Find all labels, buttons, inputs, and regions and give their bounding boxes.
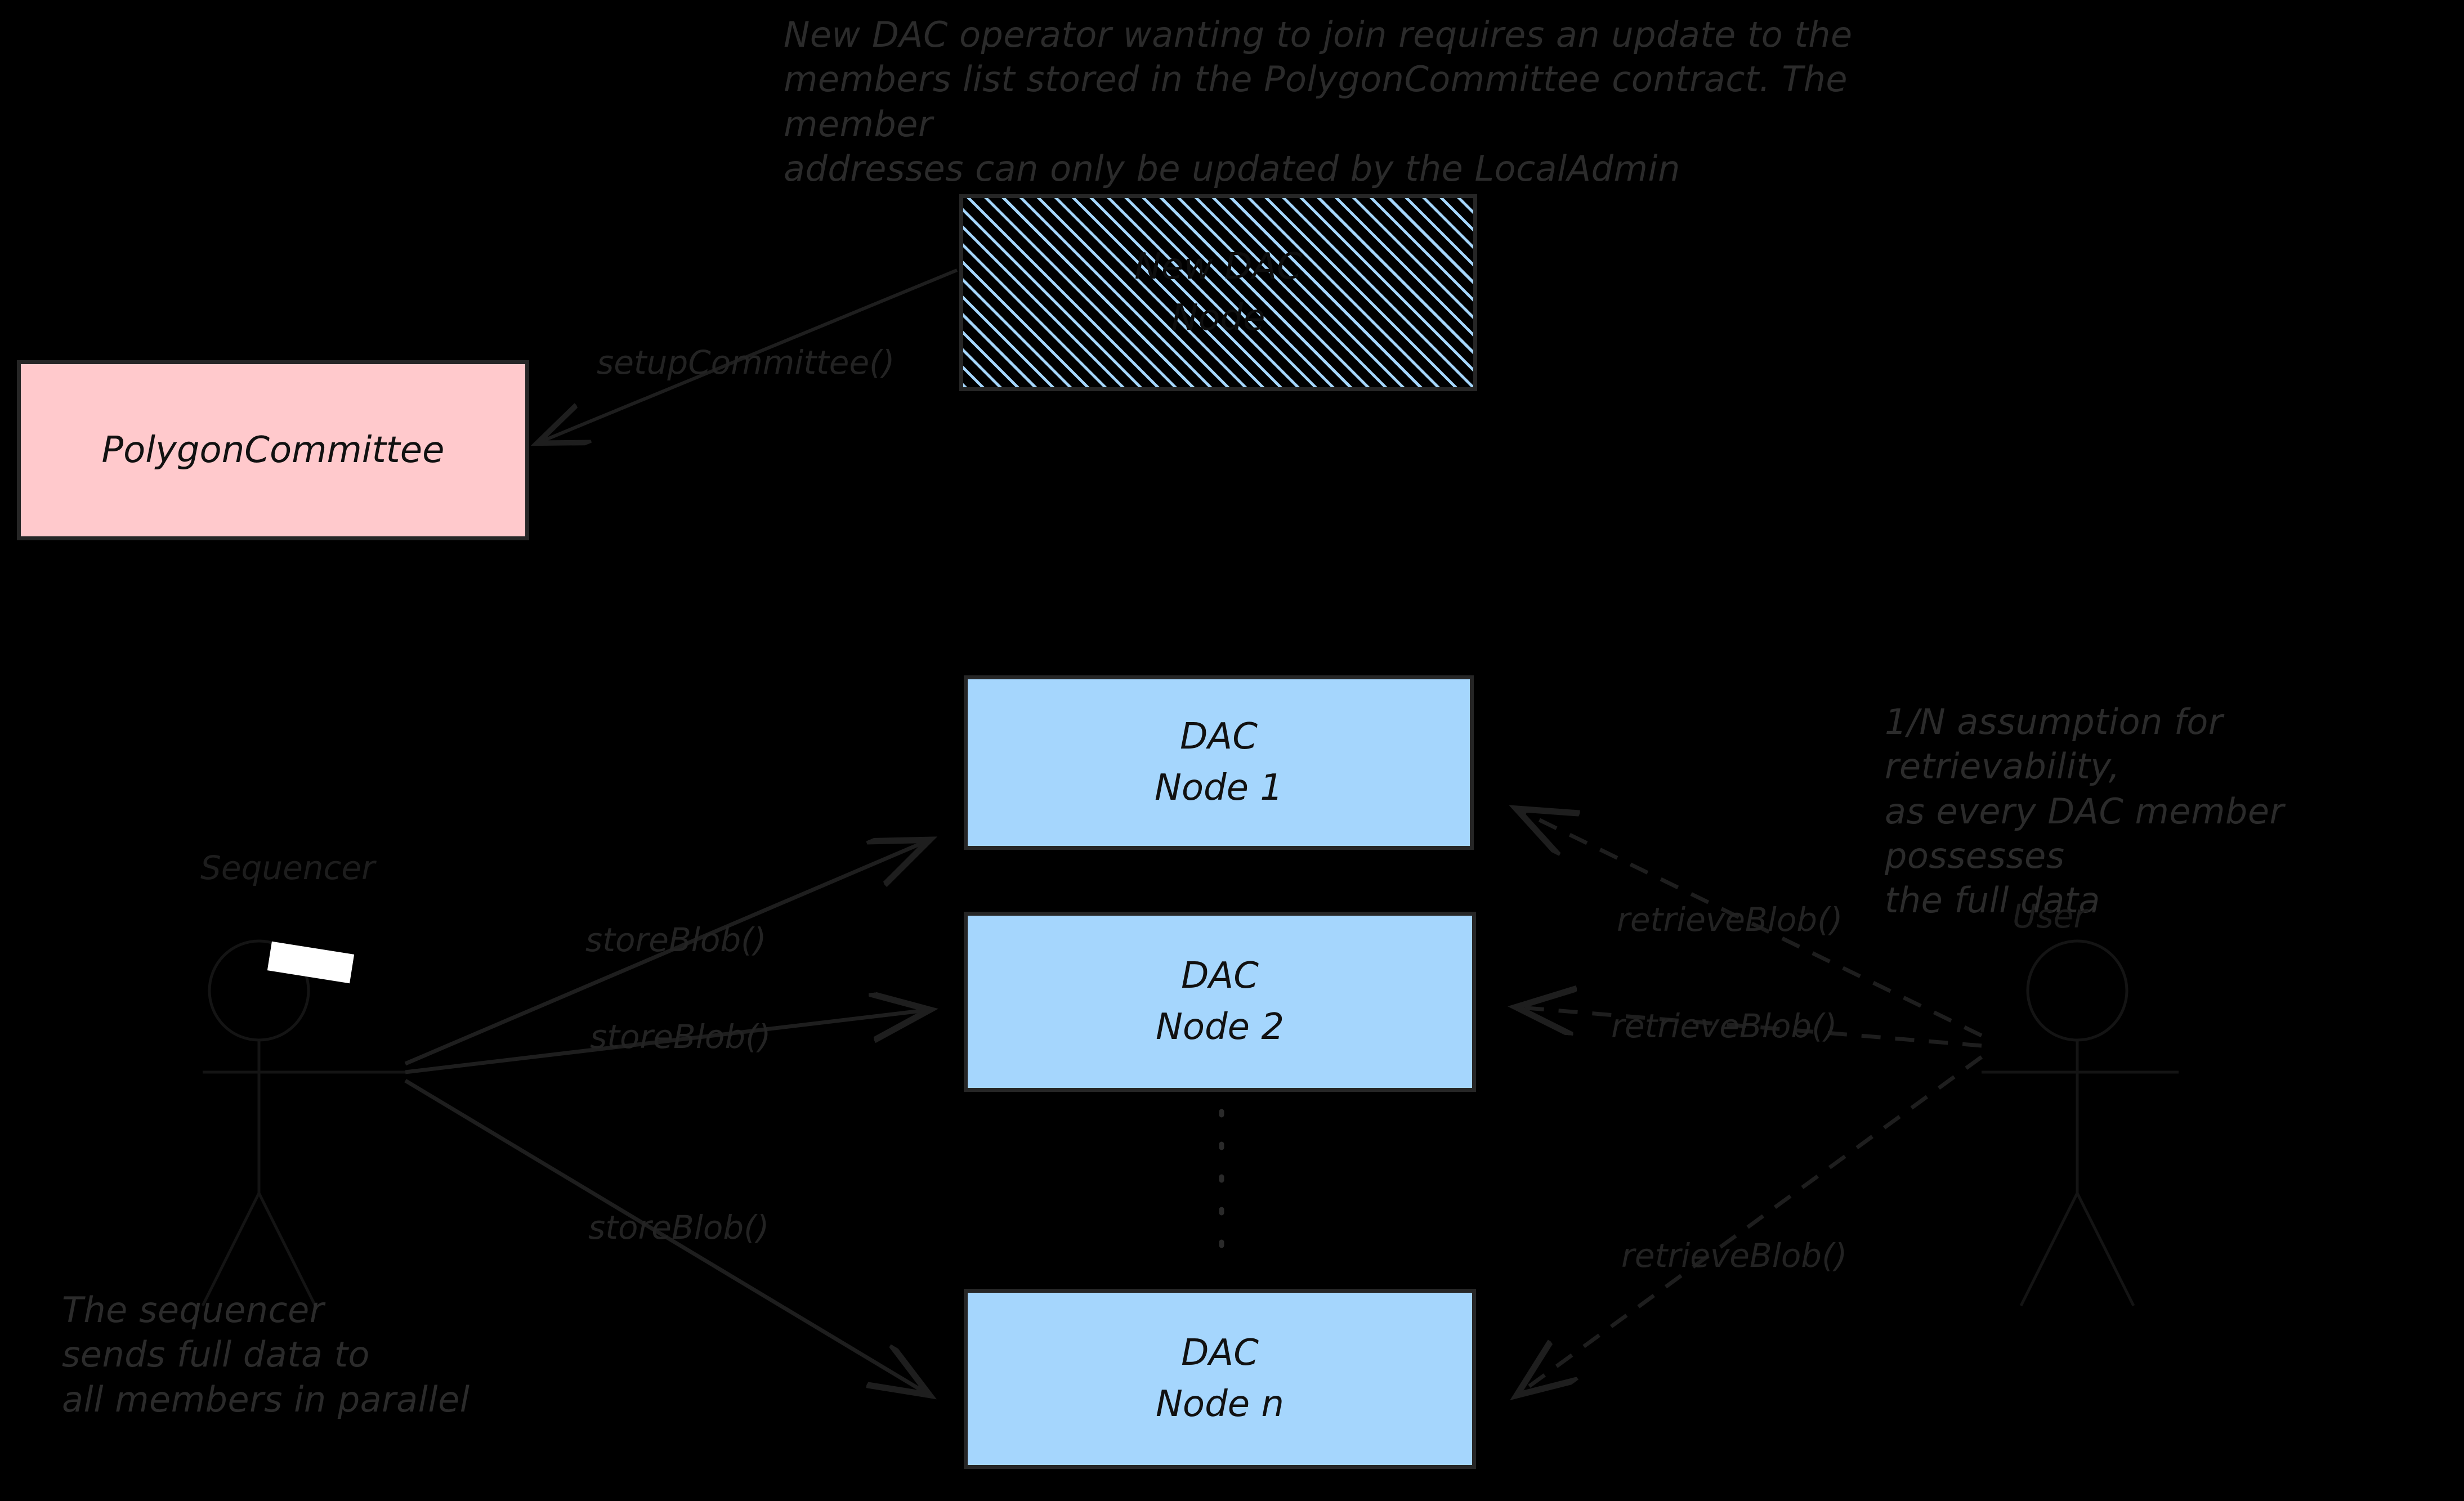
- user-figure: [1982, 939, 2179, 1307]
- polygon-committee-box[interactable]: PolygonCommittee: [17, 360, 529, 540]
- dac-node-n-box[interactable]: DAC Node n: [964, 1289, 1476, 1469]
- note-right: 1/N assumption for retrievability, as ev…: [1885, 701, 2284, 921]
- sequencer-figure: [201, 939, 405, 1307]
- sequencer-label: Sequencer: [200, 849, 375, 887]
- edge-label-store-blob-2: storeBlob(): [590, 1018, 771, 1056]
- edge-retrieve-blob-n: [1520, 1055, 1983, 1393]
- edge-label-retrieve-blob-1: retrieveBlob(): [1617, 900, 1843, 939]
- edge-label-retrieve-blob-2: retrieveBlob(): [1611, 1007, 1837, 1045]
- edge-label-retrieve-blob-n: retrieveBlob(): [1621, 1236, 1848, 1275]
- dac-node-2-box[interactable]: DAC Node 2: [964, 912, 1476, 1092]
- sequencer-highlight-marker: [267, 941, 355, 984]
- dac-node-1-box[interactable]: DAC Node 1: [964, 675, 1474, 850]
- user-label: User: [2013, 897, 2087, 935]
- note-bottom-left: The sequencer sends full data to all mem…: [62, 1289, 470, 1420]
- new-dac-node-box[interactable]: New DAC Node: [959, 194, 1477, 391]
- edge-label-store-blob-1: storeBlob(): [585, 921, 767, 959]
- note-top: New DAC operator wanting to join require…: [784, 14, 1853, 190]
- edge-label-setup-committee: setupCommittee(): [597, 343, 895, 382]
- edge-label-store-blob-n: storeBlob(): [588, 1208, 770, 1247]
